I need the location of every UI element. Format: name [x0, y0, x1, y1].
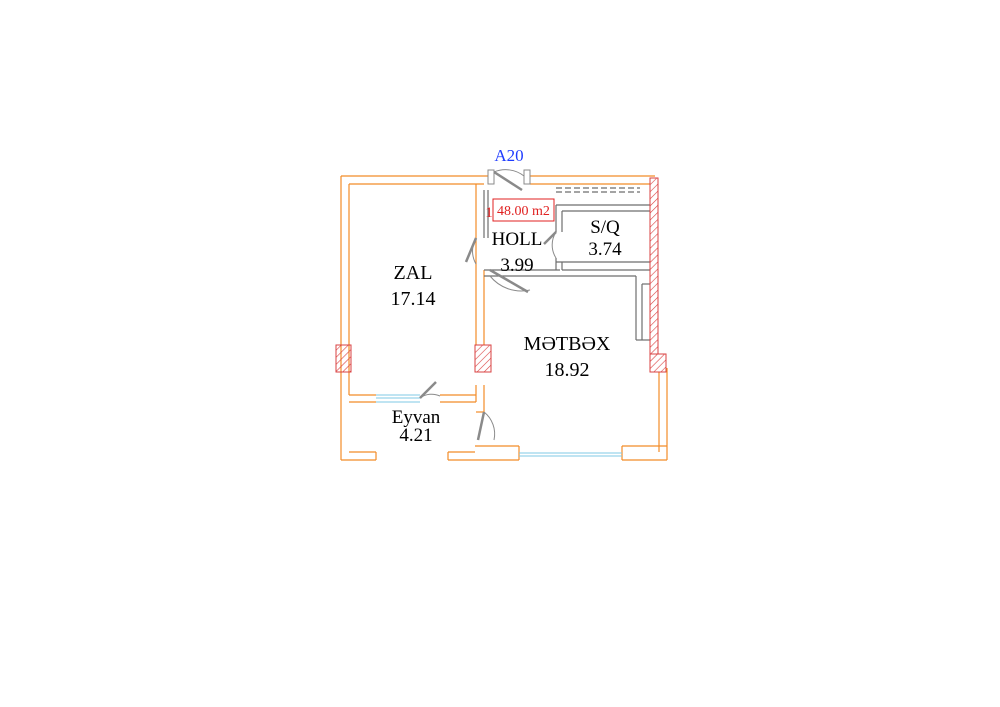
room-area-metbex: 18.92 — [545, 359, 590, 381]
room-area-holl: 3.99 — [500, 255, 533, 276]
inner-walls — [483, 187, 650, 341]
room-area-eyvan: 4.21 — [399, 425, 432, 446]
total-area: 48.00 m2 — [497, 204, 550, 219]
room-name-metbex: MƏTBƏX — [524, 333, 611, 355]
room-name-zal: ZAL — [394, 262, 433, 284]
windows — [376, 394, 622, 457]
doors — [419, 169, 557, 441]
area-box — [492, 198, 555, 222]
room-name-sq: S/Q — [590, 217, 620, 238]
room-name-holl: HOLL — [492, 229, 543, 250]
room-name-eyvan: Eyvan — [392, 407, 441, 428]
apartment-code: A20 — [494, 146, 523, 165]
structural-columns — [335, 177, 667, 373]
apartment-index-mark: 1 — [485, 205, 493, 221]
room-area-sq: 3.74 — [588, 239, 622, 260]
outer-walls — [340, 175, 668, 461]
room-area-zal: 17.14 — [391, 288, 436, 310]
